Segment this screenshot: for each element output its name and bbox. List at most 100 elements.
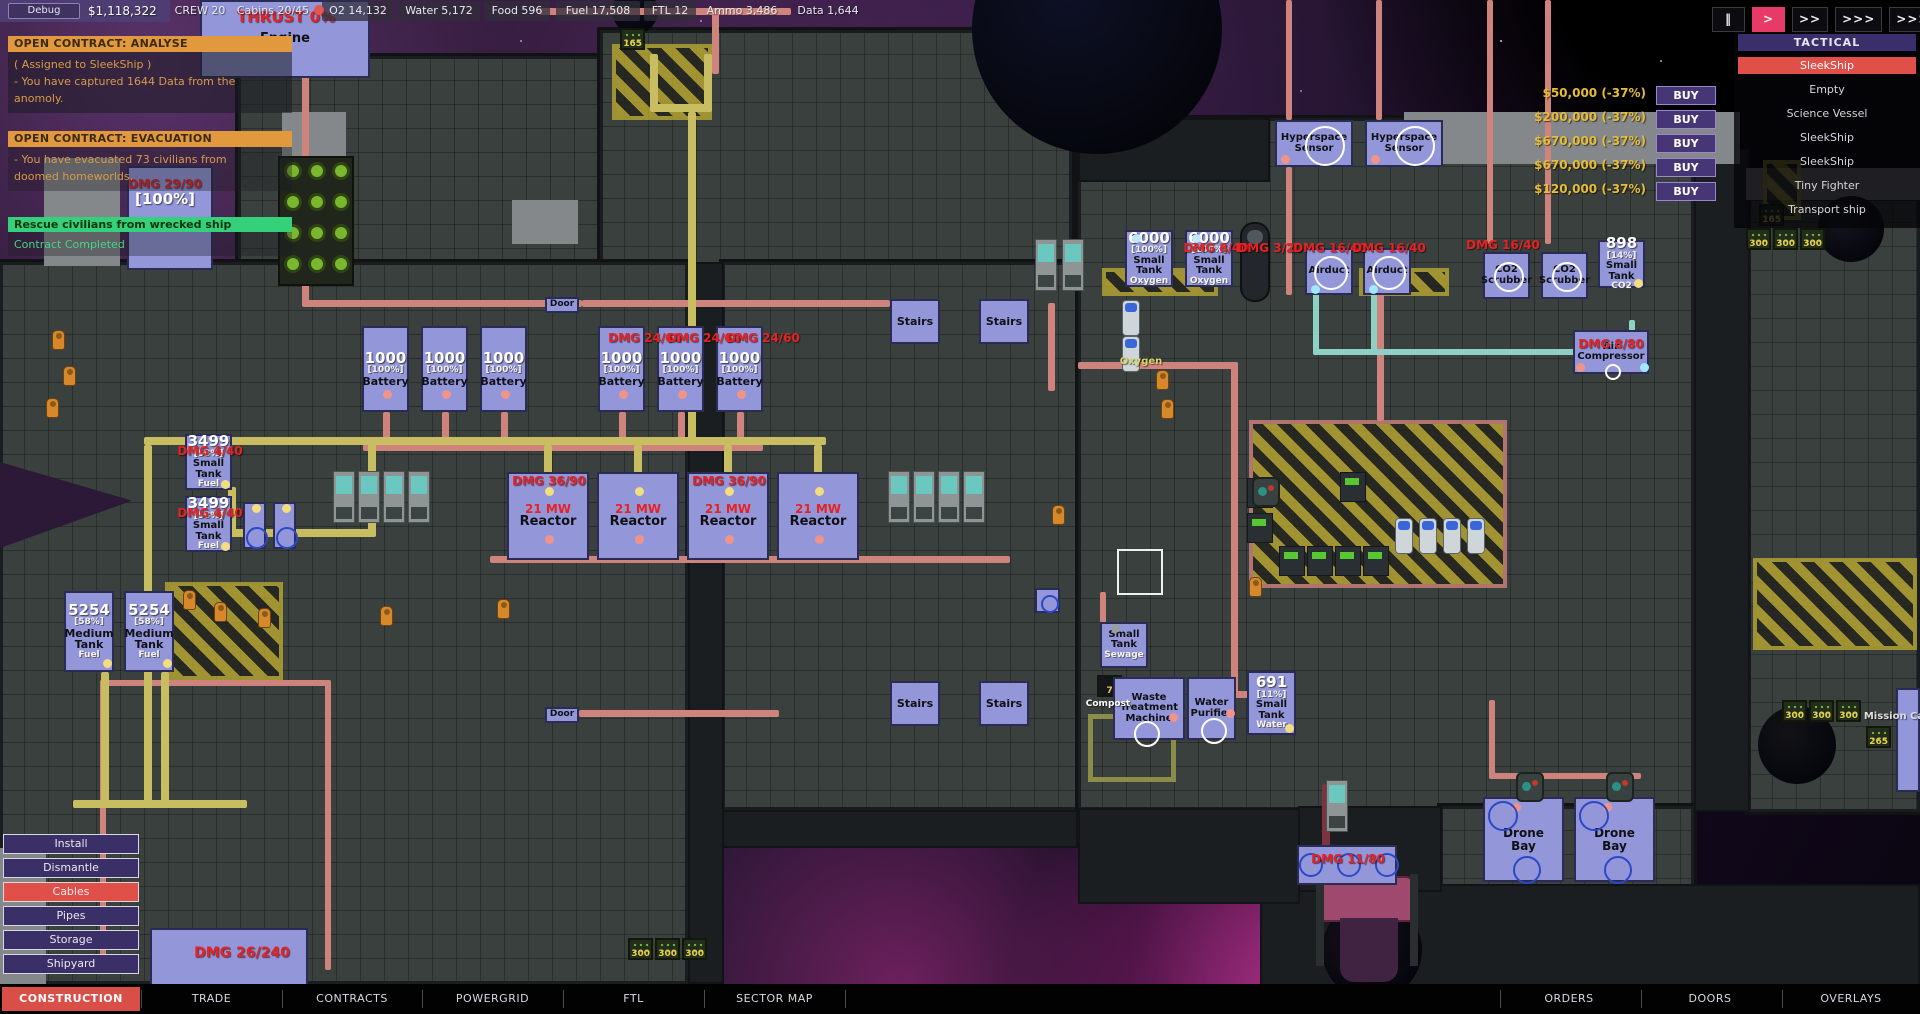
module-stairs[interactable]: Stairs	[890, 299, 940, 344]
module-door[interactable]: Door	[545, 297, 579, 313]
crew-member[interactable]	[497, 599, 510, 619]
module-battery[interactable]: 1000[100%]Battery	[480, 326, 527, 412]
tab-sector-map[interactable]: SECTOR MAP	[736, 992, 813, 1005]
module-battery[interactable]: 1000[100%]Battery	[362, 326, 409, 412]
crate-count: 300	[1839, 711, 1858, 721]
module-door[interactable]: Door	[545, 707, 579, 723]
buy-button[interactable]: BUY	[1656, 158, 1716, 177]
module-stairs[interactable]: Stairs	[890, 681, 940, 726]
module-stairs[interactable]: Stairs	[979, 681, 1029, 726]
missile	[332, 255, 350, 273]
buy-button[interactable]: BUY	[1656, 134, 1716, 153]
crew-member[interactable]	[183, 590, 196, 610]
speed-button-0[interactable]: ‖	[1712, 7, 1745, 32]
pipe	[712, 12, 719, 74]
crew-member[interactable]	[214, 602, 227, 622]
crew-member[interactable]	[52, 330, 65, 350]
debug-button[interactable]: Debug	[8, 3, 80, 19]
crew-member[interactable]	[46, 398, 59, 418]
machine-unit	[888, 471, 910, 523]
buy-button[interactable]: BUY	[1656, 86, 1716, 105]
selection-square	[1117, 549, 1163, 595]
contract-line: anomoly.	[14, 92, 64, 105]
speed-button-3[interactable]: >>>	[1835, 7, 1883, 32]
module-battery[interactable]: 1000[100%]Battery	[421, 326, 468, 412]
speed-button-2[interactable]: >>	[1792, 7, 1829, 32]
construction-dismantle-button[interactable]: Dismantle	[3, 858, 139, 878]
crew-member[interactable]	[1156, 370, 1169, 390]
tab-doors[interactable]: DOORS	[1688, 992, 1732, 1005]
ship-floor	[1748, 198, 1920, 812]
docking-base	[1340, 918, 1398, 982]
module-stairs[interactable]: Stairs	[979, 299, 1029, 344]
tactical-ship-row[interactable]: SleekShip	[1738, 57, 1916, 74]
crew-member[interactable]	[380, 606, 393, 626]
speed-button-1[interactable]: >	[1752, 7, 1785, 32]
speed-button-4[interactable]: >>>>	[1889, 7, 1920, 32]
construction-pipes-button[interactable]: Pipes	[3, 906, 139, 926]
module-ring-icon	[1305, 126, 1346, 167]
tactical-ship-row[interactable]: SleekShip	[1800, 155, 1854, 168]
tab-overlays[interactable]: OVERLAYS	[1820, 992, 1882, 1005]
connector-dot	[635, 486, 644, 496]
crew-member[interactable]	[1249, 577, 1262, 597]
module-battery[interactable]: 1000[100%]Battery	[657, 326, 704, 412]
tactical-ship-row[interactable]: Tiny Fighter	[1794, 179, 1860, 192]
tab-construction[interactable]: CONSTRUCTION	[2, 987, 140, 1011]
tab-trade[interactable]: TRADE	[191, 992, 232, 1005]
tactical-ship-row[interactable]: Science Vessel	[1786, 107, 1868, 120]
module-text: 1000	[718, 348, 761, 367]
tab-powergrid[interactable]: POWERGRID	[455, 992, 530, 1005]
module-pump[interactable]	[273, 502, 298, 549]
buy-button[interactable]: BUY	[1656, 182, 1716, 201]
crew-member[interactable]	[63, 366, 76, 386]
construction-cables-button[interactable]: Cables	[3, 882, 139, 902]
tactical-ship-row[interactable]: SleekShip	[1800, 131, 1854, 144]
module-airduct[interactable]: Airduct	[1363, 248, 1411, 295]
tactical-ship-row[interactable]: Empty	[1809, 83, 1845, 96]
connector-dot	[1281, 154, 1291, 164]
module-dock[interactable]	[1297, 845, 1399, 885]
module-pump[interactable]	[243, 502, 268, 549]
tab-ftl[interactable]: FTL	[623, 992, 644, 1005]
construction-install-button[interactable]: Install	[3, 834, 139, 854]
tab-contracts[interactable]: CONTRACTS	[316, 992, 388, 1005]
module-pumpsmall[interactable]	[1035, 588, 1060, 613]
tactical-ship-row[interactable]: Transport ship	[1788, 203, 1866, 216]
module-plain[interactable]	[1896, 688, 1920, 792]
construction-shipyard-button[interactable]: Shipyard	[3, 954, 139, 974]
construction-storage-button[interactable]: Storage	[3, 930, 139, 950]
module-battery[interactable]: 1000[100%]Battery	[598, 326, 645, 412]
missile	[308, 255, 326, 273]
module-airduct[interactable]: Airduct	[1305, 248, 1353, 295]
crew-member[interactable]	[258, 608, 271, 628]
crew-member[interactable]	[1052, 505, 1065, 525]
crew-member[interactable]	[1161, 399, 1174, 419]
tab-orders[interactable]: ORDERS	[1544, 992, 1594, 1005]
buy-button[interactable]: BUY	[1656, 110, 1716, 129]
module-battery[interactable]: 1000[100%]Battery	[716, 326, 763, 412]
